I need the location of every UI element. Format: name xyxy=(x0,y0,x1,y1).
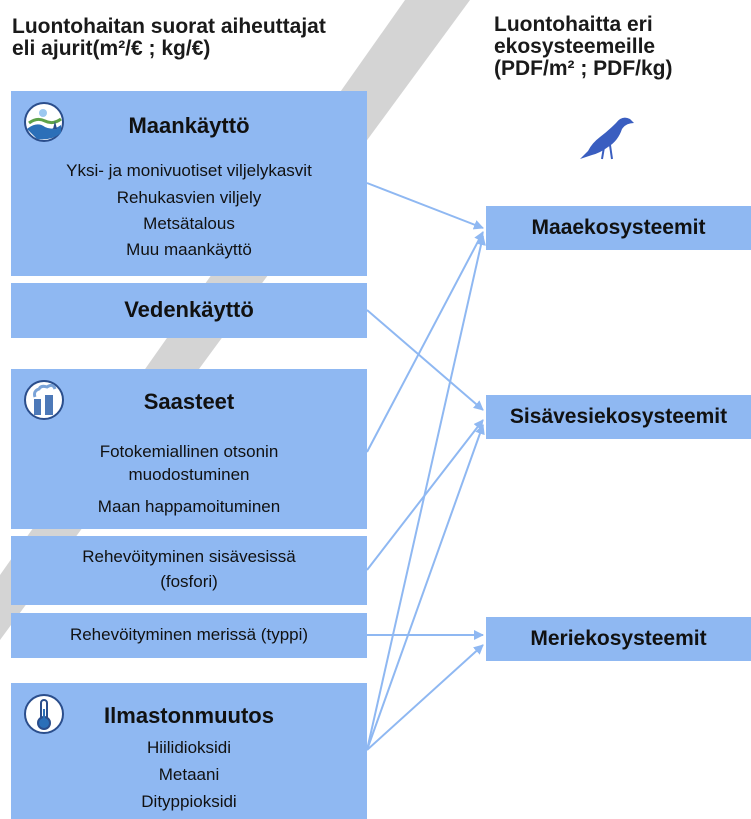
land-use-item: Muu maankäyttö xyxy=(126,240,252,259)
freshwater-eutrophication-line1: Rehevöityminen sisävesissä xyxy=(82,547,296,566)
arrow-pollution-to-terrestrial xyxy=(366,231,484,453)
driver-freshwater-eutrophication: Rehevöityminen sisävesissä (fosfori) xyxy=(11,536,367,605)
land-use-item: Metsätalous xyxy=(143,214,235,233)
climate-change-title: Ilmastonmuutos xyxy=(104,703,274,728)
ecosystem-terrestrial: Maaekosysteemit xyxy=(486,206,751,250)
pollution-title: Saasteet xyxy=(143,389,235,414)
pollution-item: muodostuminen xyxy=(128,465,250,484)
driver-pollution: Saasteet Fotokemiallinen otsonin muodost… xyxy=(11,369,367,529)
header-right: Luontohaitta eri ekosysteemeille (PDF/m²… xyxy=(494,14,673,80)
pollution-item: Fotokemiallinen otsonin xyxy=(99,442,279,461)
header-left-line2: eli ajurit(m²/€ ; kg/€) xyxy=(12,37,211,60)
header-left: Luontohaitan suorat aiheuttajat eli ajur… xyxy=(12,16,326,60)
header-right-line2: ekosysteemeille xyxy=(494,35,656,58)
land-use-item: Yksi- ja monivuotiset viljelykasvit xyxy=(66,161,312,180)
ecosystem-marine: Meriekosysteemit xyxy=(486,617,751,661)
arrow-climate-to-marine xyxy=(366,644,484,751)
arrow-water-use-to-freshwater xyxy=(366,309,484,411)
header-right-line3: (PDF/m² ; PDF/kg) xyxy=(494,57,673,80)
thermometer-icon xyxy=(23,693,65,735)
freshwater-eutrophication-line2: (fosfori) xyxy=(160,572,218,591)
driver-climate-change: Ilmastonmuutos Hiilidioksidi Metaani Dit… xyxy=(11,683,367,819)
land-use-title: Maankäyttö xyxy=(128,113,250,138)
header-right-line1: Luontohaitta eri xyxy=(494,13,653,36)
driver-land-use: Maankäyttö Yksi- ja monivuotiset viljely… xyxy=(11,91,367,276)
marine-eutrophication-label: Rehevöityminen merissä (typpi) xyxy=(69,625,309,644)
arrow-climate-to-terrestrial xyxy=(366,235,486,751)
header-left-line1: Luontohaitan suorat aiheuttajat xyxy=(12,15,326,38)
climate-change-item: Hiilidioksidi xyxy=(146,738,232,757)
landscape-icon xyxy=(23,101,65,143)
factory-smoke-icon xyxy=(23,379,65,421)
water-use-title: Vedenkäyttö xyxy=(124,297,254,322)
ecosystem-freshwater: Sisävesiekosysteemit xyxy=(486,395,751,439)
bird-icon xyxy=(580,117,634,160)
arrow-climate-to-freshwater xyxy=(366,424,485,751)
climate-change-item: Dityppioksidi xyxy=(141,792,237,811)
arrow-land-use-to-terrestrial xyxy=(366,182,484,230)
climate-change-item: Metaani xyxy=(158,765,220,784)
pollution-item: Maan happamoituminen xyxy=(97,497,281,516)
driver-water-use: Vedenkäyttö xyxy=(11,283,367,338)
driver-marine-eutrophication: Rehevöityminen merissä (typpi) xyxy=(11,613,367,658)
land-use-item: Rehukasvien viljely xyxy=(116,188,262,207)
